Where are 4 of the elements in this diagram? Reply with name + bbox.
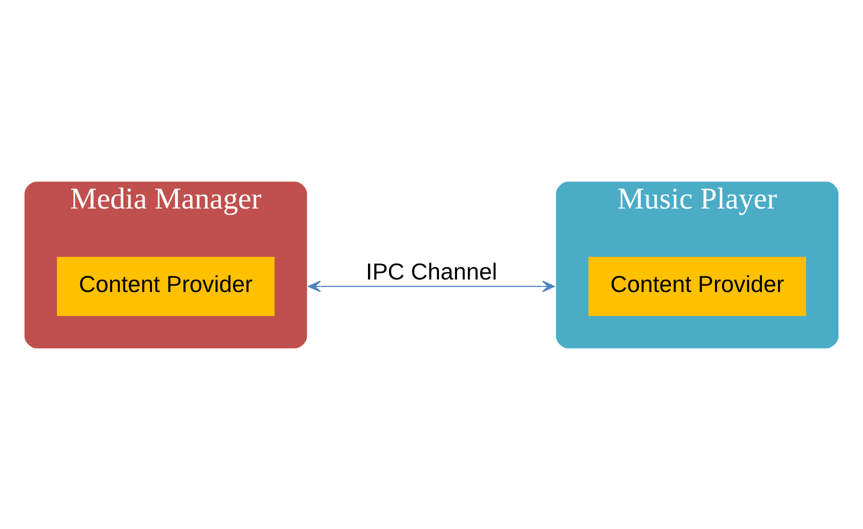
node-box: Content Provider: [56, 256, 275, 316]
arrow: [308, 280, 555, 292]
edge-label: IPC Channel: [366, 258, 498, 284]
node-box: Content Provider: [588, 256, 806, 316]
